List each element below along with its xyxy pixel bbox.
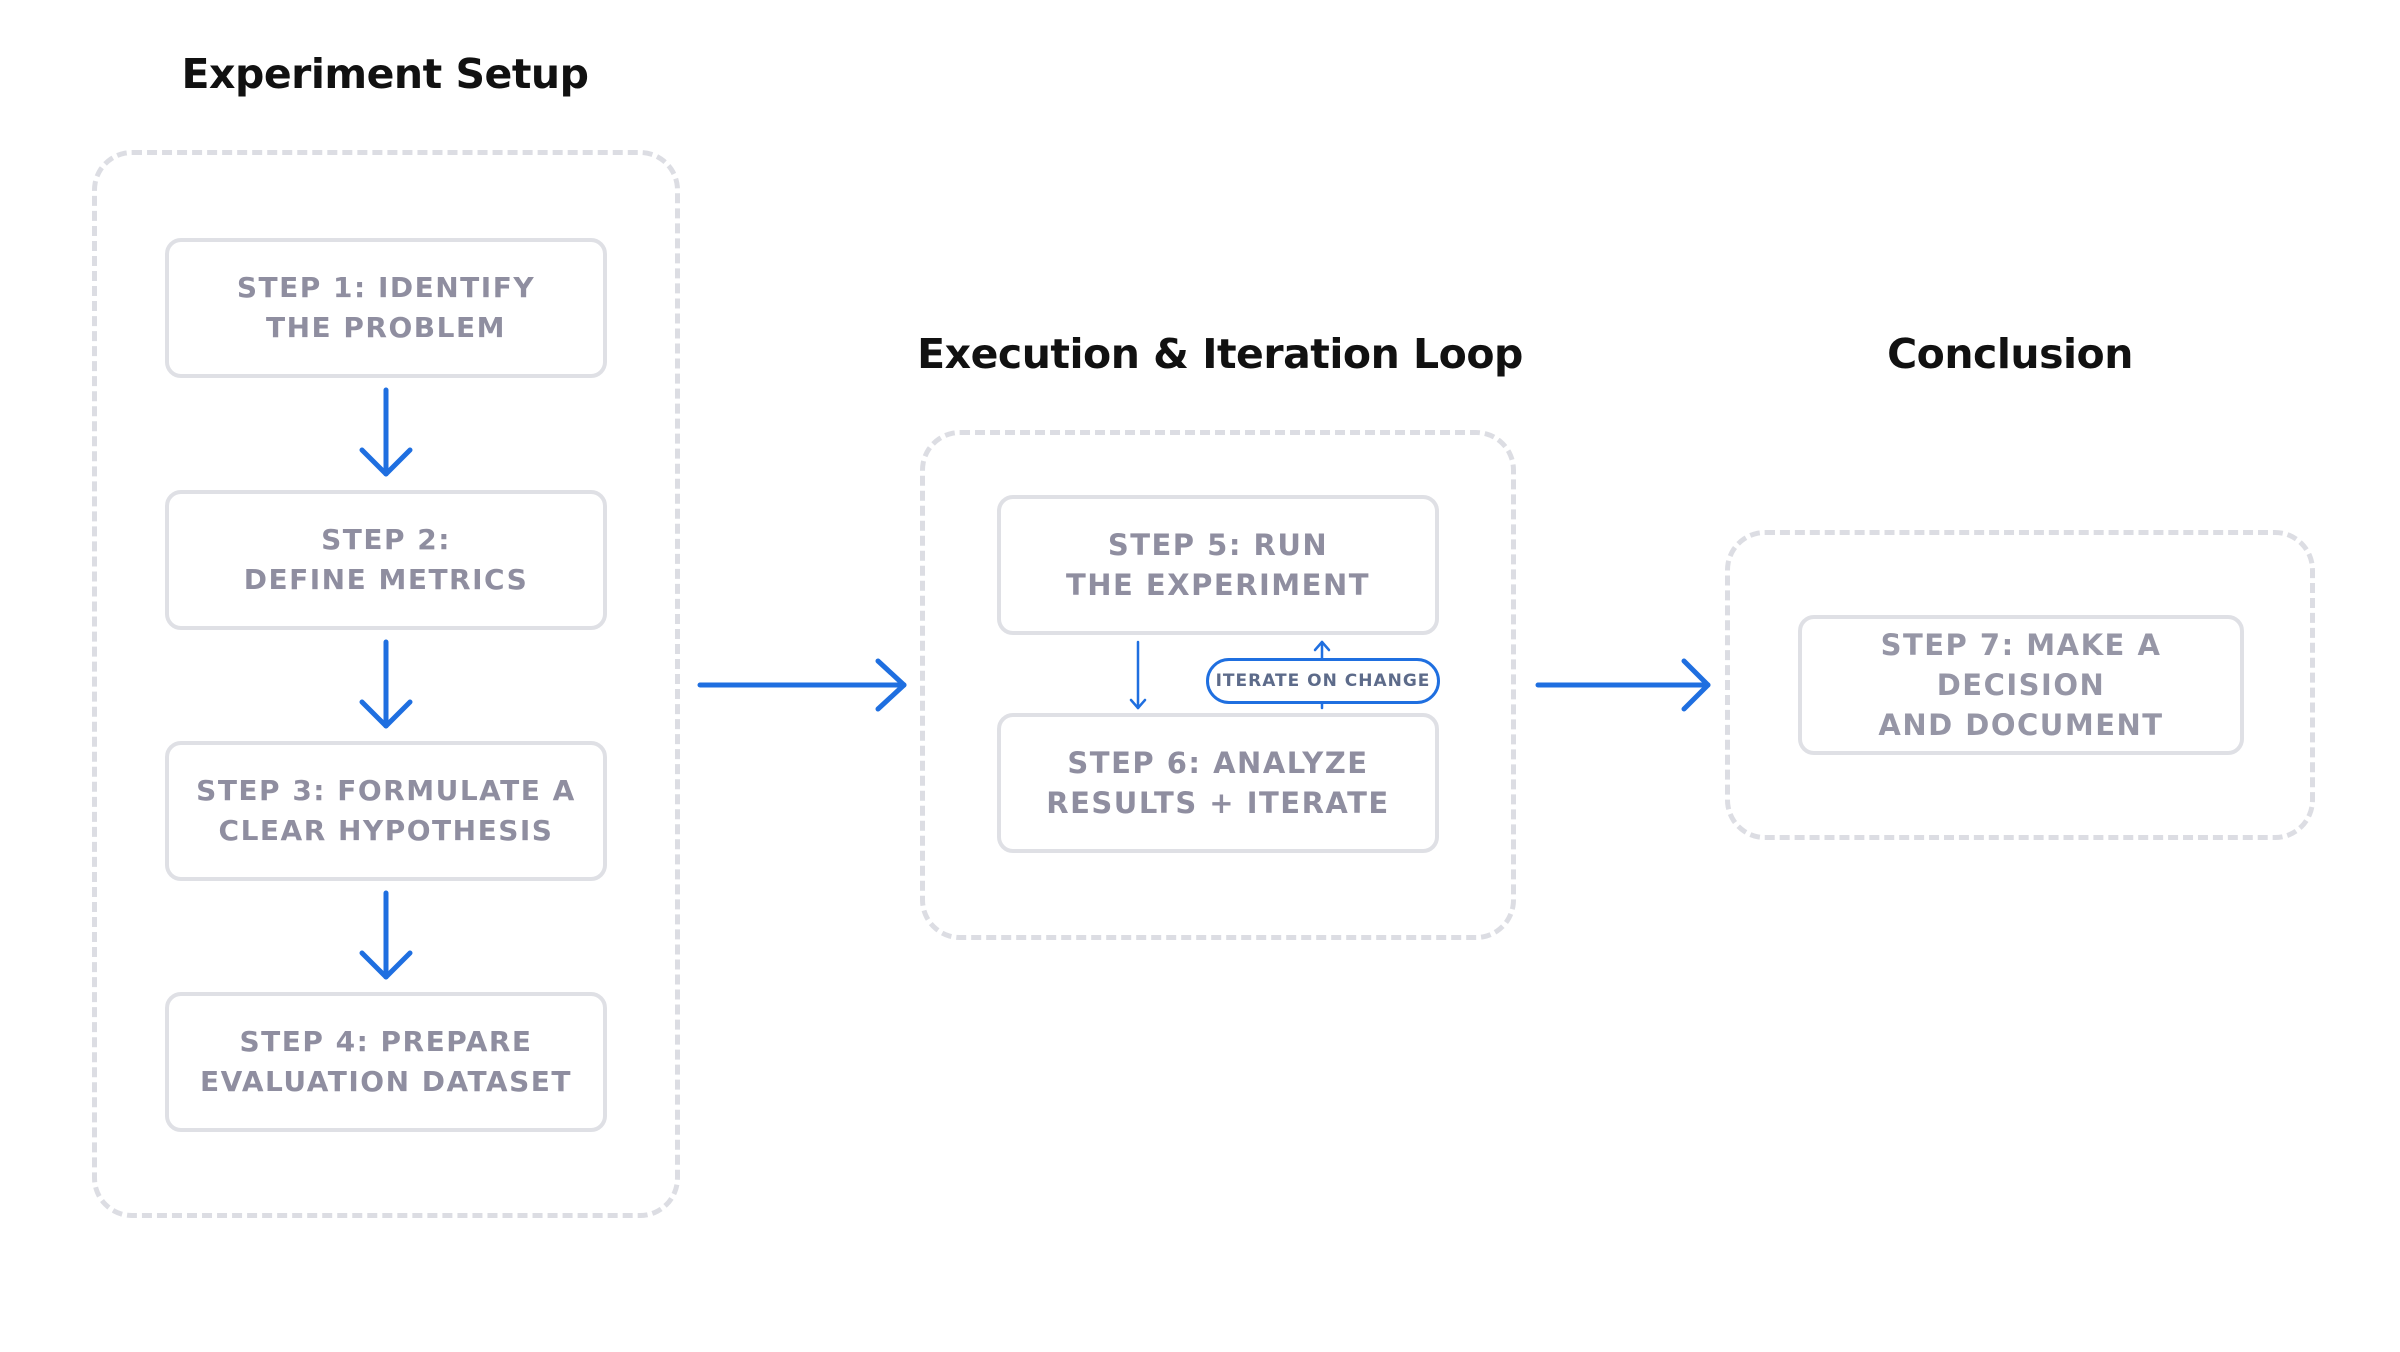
- step-4-box: STEP 4: PREPARE EVALUATION DATASET: [165, 992, 607, 1132]
- step-5-box: STEP 5: RUN THE EXPERIMENT: [997, 495, 1439, 635]
- arrow-step1-to-step2: [359, 387, 413, 477]
- arrow-loop-to-conclusion: [1535, 658, 1711, 712]
- conclusion-title: Conclusion: [1887, 330, 2133, 378]
- experiment-setup-title: Experiment Setup: [181, 50, 589, 98]
- experiment-setup-group: [92, 150, 680, 1218]
- execution-loop-title: Execution & Iteration Loop: [917, 330, 1523, 378]
- step-4-label: STEP 4: PREPARE EVALUATION DATASET: [199, 1025, 572, 1098]
- arrow-step3-to-step4: [359, 890, 413, 980]
- arrow-setup-to-loop: [697, 658, 907, 712]
- step-1-box: STEP 1: IDENTIFY THE PROBLEM: [165, 238, 607, 378]
- step-7-label: STEP 7: MAKE A DECISION AND DOCUMENT: [1878, 628, 2164, 742]
- conclusion-group: [1725, 530, 2315, 840]
- step-3-label: STEP 3: FORMULATE A CLEAR HYPOTHESIS: [196, 774, 576, 847]
- iterate-on-change-badge: ITERATE ON CHANGE: [1206, 658, 1440, 704]
- step-3-box: STEP 3: FORMULATE A CLEAR HYPOTHESIS: [165, 741, 607, 881]
- step-1-label: STEP 1: IDENTIFY THE PROBLEM: [236, 271, 536, 344]
- step-5-label: STEP 5: RUN THE EXPERIMENT: [1065, 528, 1371, 602]
- arrow-step2-to-step3: [359, 639, 413, 729]
- step-7-box: STEP 7: MAKE A DECISION AND DOCUMENT: [1798, 615, 2244, 755]
- step-2-box: STEP 2: DEFINE METRICS: [165, 490, 607, 630]
- arrow-step5-to-step6: [1129, 640, 1147, 710]
- step-6-label: STEP 6: ANALYZE RESULTS + ITERATE: [1046, 746, 1390, 820]
- iterate-on-change-label: ITERATE ON CHANGE: [1215, 671, 1431, 691]
- execution-loop-group: [920, 430, 1516, 940]
- step-2-label: STEP 2: DEFINE METRICS: [243, 523, 529, 596]
- step-6-box: STEP 6: ANALYZE RESULTS + ITERATE: [997, 713, 1439, 853]
